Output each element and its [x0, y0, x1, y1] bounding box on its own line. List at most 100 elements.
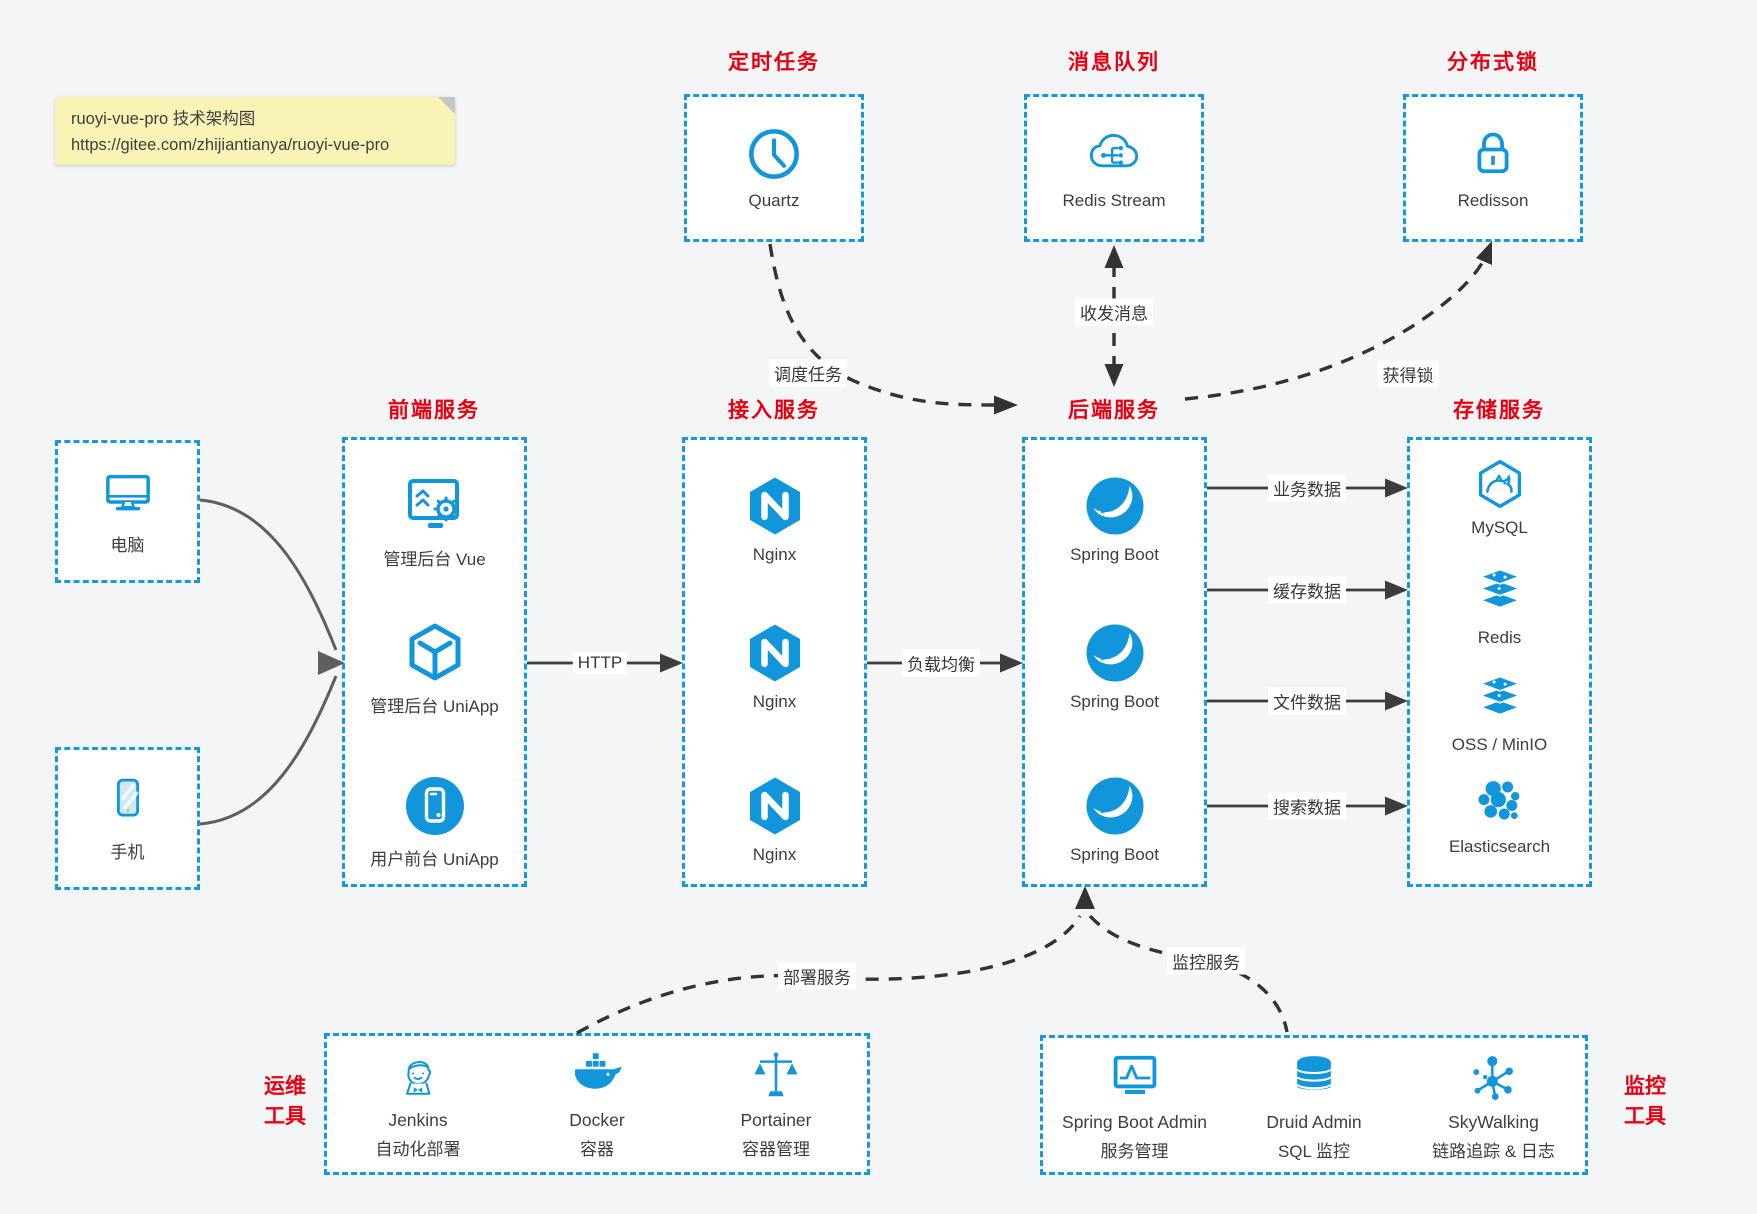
tool-name: Druid Admin — [1266, 1112, 1362, 1132]
tool-name: Portainer — [740, 1110, 812, 1130]
lock-curve — [1184, 253, 1489, 401]
note-title: ruoyi-vue-pro 技术架构图 — [71, 110, 256, 128]
gateway-services-box: Nginx Nginx Nginx — [682, 437, 867, 887]
note-url: https://gitee.com/zhijiantianya/ruoyi-vu… — [71, 135, 390, 154]
section-title-backend: 后端服务 — [1068, 399, 1160, 422]
edge-label-file-data: 文件数据 — [1268, 687, 1346, 715]
pc-client-box: 电脑 — [55, 440, 200, 583]
tool-desc: 服务管理 — [1100, 1142, 1169, 1161]
clock-icon — [745, 125, 803, 183]
desktop-icon — [100, 467, 156, 523]
edge-label-monitor: 监控服务 — [1167, 947, 1245, 975]
smartphone-icon — [100, 774, 156, 830]
item-label: OSS / MinIO — [1451, 735, 1548, 754]
tool-desc: 容器管理 — [742, 1140, 810, 1159]
edge-label-messages: 收发消息 — [1075, 298, 1153, 326]
admin-vue-icon — [403, 474, 467, 538]
elasticsearch-icon — [1473, 776, 1527, 830]
redis-stream-label: Redis Stream — [1062, 191, 1166, 210]
solid-arrows — [527, 486, 1387, 808]
nginx-icon — [743, 474, 807, 538]
tool-name: Docker — [569, 1110, 625, 1130]
jenkins-icon — [391, 1049, 445, 1103]
section-title-gateway: 接入服务 — [728, 399, 820, 422]
frontend-item-admin-uniapp: 管理后台 UniApp — [345, 621, 524, 717]
tool-name: Spring Boot Admin — [1062, 1112, 1207, 1132]
monitor-tools-title: 监控 工具 — [1612, 1072, 1678, 1133]
tool-name: Jenkins — [388, 1110, 448, 1130]
gateway-item-nginx-2: Nginx — [685, 621, 864, 712]
gateway-item-nginx-1: Nginx — [685, 474, 864, 565]
sticky-note: ruoyi-vue-pro 技术架构图 https://gitee.com/zh… — [55, 97, 455, 165]
tool-item-docker: Docker 容器 — [509, 1049, 685, 1160]
edge-label-cache-data: 缓存数据 — [1268, 576, 1346, 604]
edge-label-business-data: 业务数据 — [1268, 474, 1346, 502]
spring-boot-icon — [1083, 621, 1147, 685]
tool-item-spring-boot-admin: Spring Boot Admin 服务管理 — [1047, 1051, 1223, 1162]
quartz-label: Quartz — [748, 191, 800, 210]
ops-tools-title-line1: 运维 — [264, 1075, 306, 1098]
spring-boot-admin-icon — [1108, 1051, 1162, 1105]
item-label: Nginx — [752, 845, 797, 864]
storage-services-box: MySQL Redis OSS / MinIO Elasticsearch — [1407, 437, 1592, 887]
tool-desc: SQL 监控 — [1277, 1142, 1351, 1161]
redisson-label: Redisson — [1457, 191, 1529, 210]
edge-label-schedule: 调度任务 — [769, 359, 847, 387]
user-app-icon — [403, 774, 467, 838]
backend-item-springboot-1: Spring Boot — [1025, 474, 1204, 565]
gateway-item-nginx-3: Nginx — [685, 774, 864, 865]
item-label: Elasticsearch — [1448, 837, 1551, 856]
docker-icon — [570, 1049, 624, 1103]
storage-item-oss-minio: OSS / MinIO — [1410, 674, 1589, 755]
tool-desc: 容器 — [580, 1140, 614, 1159]
item-label: Nginx — [752, 692, 797, 711]
quartz-box: Quartz — [684, 94, 864, 242]
mysql-icon — [1473, 457, 1527, 511]
skywalking-icon — [1467, 1051, 1521, 1105]
backend-item-springboot-2: Spring Boot — [1025, 621, 1204, 712]
tool-item-portainer: Portainer 容器管理 — [688, 1049, 864, 1160]
frontend-services-box: 管理后台 Vue 管理后台 UniApp 用户前台 UniApp — [342, 437, 527, 887]
spring-boot-icon — [1083, 774, 1147, 838]
tool-item-druid: Druid Admin SQL 监控 — [1226, 1051, 1402, 1162]
tool-desc: 链路追踪 & 日志 — [1432, 1142, 1555, 1161]
edge-label-deploy: 部署服务 — [778, 962, 856, 990]
item-label: MySQL — [1471, 518, 1528, 537]
client-curves — [199, 498, 338, 826]
item-label: 用户前台 UniApp — [370, 850, 499, 869]
edge-label-http: HTTP — [572, 652, 628, 674]
nginx-icon — [743, 621, 807, 685]
pc-client-label: 电脑 — [110, 536, 145, 555]
edge-label-lock: 获得锁 — [1377, 360, 1439, 388]
ops-tools-title-line2: 工具 — [264, 1105, 306, 1129]
frontend-item-admin-vue: 管理后台 Vue — [345, 474, 524, 570]
client-arrowhead — [318, 651, 345, 675]
frontend-item-user-uniapp: 用户前台 UniApp — [345, 774, 524, 870]
item-label: 管理后台 Vue — [383, 550, 486, 569]
nginx-icon — [743, 774, 807, 838]
storage-item-elasticsearch: Elasticsearch — [1410, 776, 1589, 857]
redis-stack-icon — [1473, 567, 1527, 621]
cloud-share-icon — [1085, 125, 1143, 183]
tool-name: SkyWalking — [1448, 1112, 1539, 1132]
edge-label-load-balance: 负载均衡 — [902, 649, 980, 677]
storage-item-mysql: MySQL — [1410, 457, 1589, 538]
druid-icon — [1287, 1051, 1341, 1105]
lock-icon — [1464, 125, 1522, 183]
oss-stack-icon — [1473, 674, 1527, 728]
section-title-storage: 存储服务 — [1453, 399, 1545, 422]
item-label: Spring Boot — [1070, 545, 1159, 564]
item-label: Redis — [1477, 628, 1522, 647]
backend-services-box: Spring Boot Spring Boot Spring Boot — [1022, 437, 1207, 887]
portainer-icon — [749, 1049, 803, 1103]
item-label: Spring Boot — [1070, 692, 1159, 711]
uniapp-cube-icon — [403, 621, 467, 685]
item-label: Nginx — [752, 545, 797, 564]
note-fold-corner — [438, 97, 455, 114]
tool-item-skywalking: SkyWalking 链路追踪 & 日志 — [1406, 1051, 1582, 1162]
storage-item-redis: Redis — [1410, 567, 1589, 648]
ops-tools-box: Jenkins 自动化部署 Docker 容器 Portainer 容器管理 — [324, 1033, 870, 1175]
section-title-message-queue: 消息队列 — [1068, 51, 1160, 74]
monitor-tools-title-line1: 监控 — [1624, 1075, 1666, 1098]
